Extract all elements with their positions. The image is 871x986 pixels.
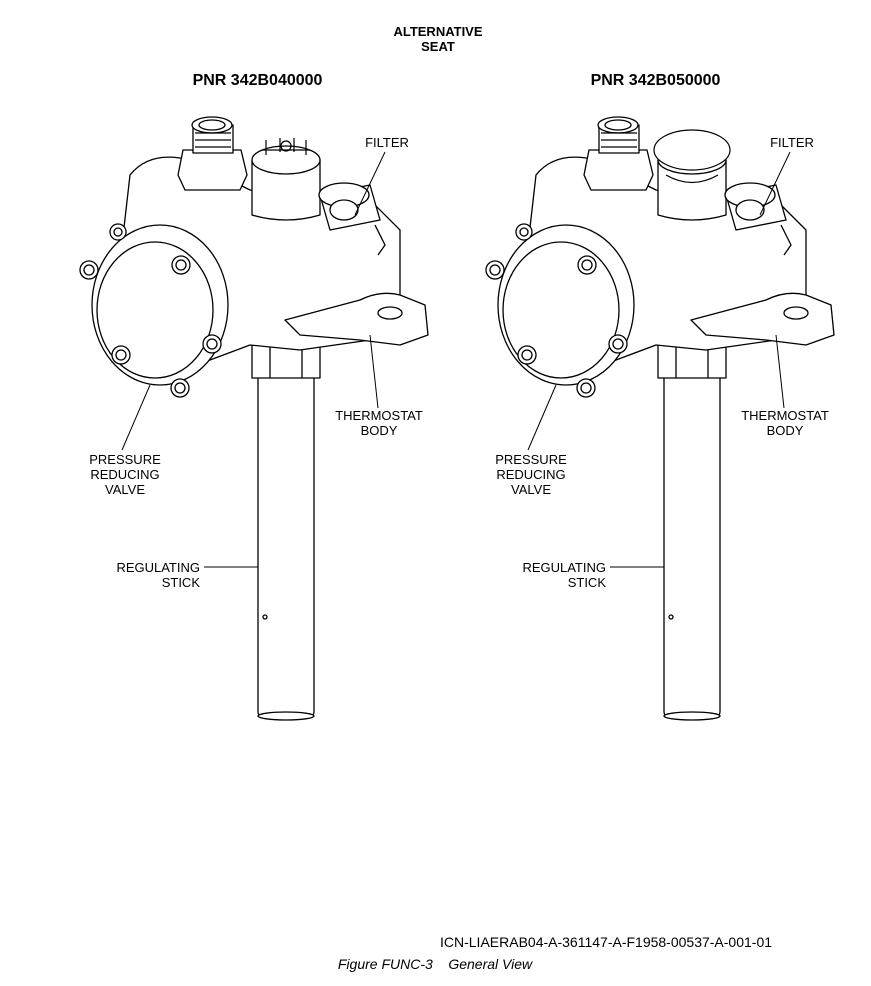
right-filter-label: FILTER xyxy=(770,135,814,150)
right-leader-lines xyxy=(527,151,791,568)
right-pnr-title: PNR 342B050000 xyxy=(590,72,721,89)
left-seat-nut xyxy=(262,138,310,155)
figure-caption: Figure FUNC-3 General View xyxy=(337,956,533,972)
left-pnr-title: PNR 342B040000 xyxy=(192,72,323,89)
left-pressure-reducing-valve-label: PRESSURE REDUCING VALVE xyxy=(89,452,161,497)
icn-code: ICN-LIAERAB04-A-361147-A-F1958-00537-A-0… xyxy=(440,934,773,950)
left-regulating-stick-label: REGULATING STICK xyxy=(116,560,200,590)
alternative-seat-heading: ALTERNATIVE SEAT xyxy=(393,24,483,54)
left-filter-label: FILTER xyxy=(365,135,409,150)
left-thermostat-body-label: THERMOSTAT BODY xyxy=(335,408,423,438)
right-seat-cap xyxy=(653,129,731,184)
left-leader-lines xyxy=(121,151,386,568)
right-thermostat-body-label: THERMOSTAT BODY xyxy=(741,408,829,438)
right-regulating-stick-label: REGULATING STICK xyxy=(522,560,606,590)
right-pressure-reducing-valve-label: PRESSURE REDUCING VALVE xyxy=(495,452,567,497)
